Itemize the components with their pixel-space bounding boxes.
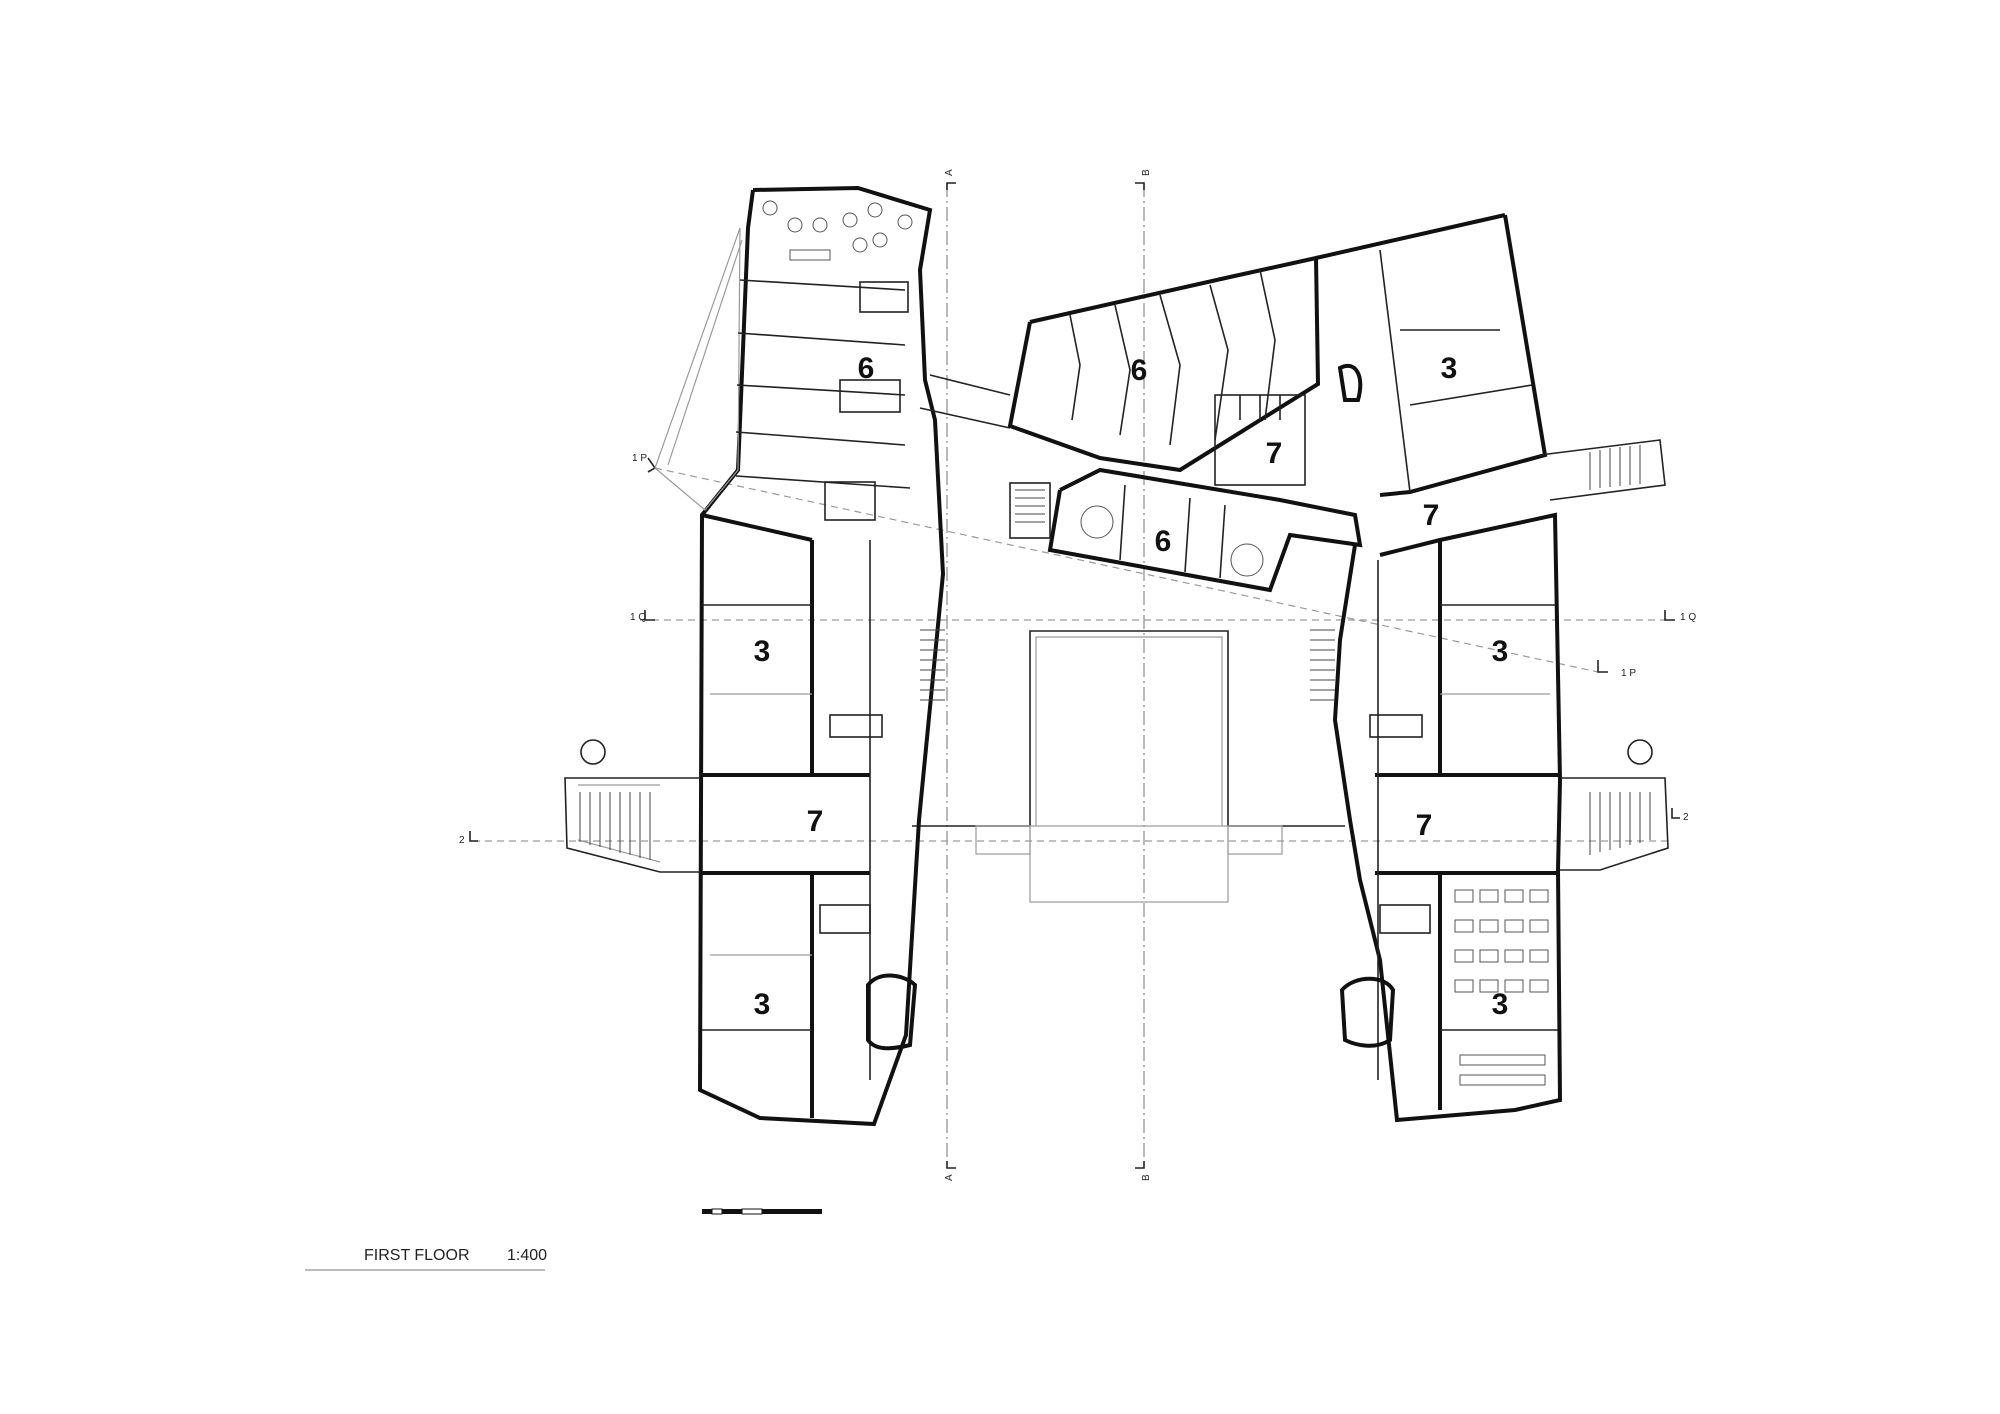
courtyard-step-left <box>975 825 1031 855</box>
section-label-a-top: A <box>944 169 955 176</box>
north-lower-divider-3 <box>1219 504 1226 579</box>
north-lower-divider-2 <box>1184 497 1191 573</box>
east-stair-treads <box>1589 792 1651 855</box>
axis-a-bottom-tick <box>946 1161 956 1169</box>
east-classroom-furniture <box>1454 889 1549 1086</box>
north-chevron-1 <box>1069 314 1081 421</box>
west-divider-1 <box>739 279 906 291</box>
west-stair-treads <box>579 792 651 860</box>
room-number-west-core: 7 <box>807 805 824 838</box>
west-service-room-2 <box>859 281 909 313</box>
northeast-block-outer <box>1379 214 1548 497</box>
north-round-table-2 <box>1230 543 1264 577</box>
east-tree-circle <box>1627 739 1653 765</box>
axis-a-top-tick <box>946 182 956 190</box>
west-divider-6 <box>701 513 813 542</box>
west-service-room-1 <box>824 481 876 521</box>
room-number-east-core: 7 <box>1416 809 1433 842</box>
east-curved-pod <box>1339 976 1396 1048</box>
north-chevron-4 <box>1209 284 1229 441</box>
axis-1p-line <box>654 467 1599 673</box>
section-label-b-top: B <box>1141 169 1152 176</box>
scale-bar <box>702 1208 822 1215</box>
north-chevron-2 <box>1114 304 1131 436</box>
room-number-north-center: 6 <box>1131 354 1148 387</box>
axis-1p-right-tick <box>1597 660 1608 673</box>
room-number-east-upper: 3 <box>1492 635 1509 668</box>
axis-b-top-tick <box>1135 182 1145 190</box>
east-lower-stair <box>1379 904 1431 934</box>
north-bridge-stair <box>1009 482 1051 539</box>
east-stair-box <box>1369 714 1423 738</box>
west-tree-circle <box>580 739 606 765</box>
drawing-scale: 1:400 <box>507 1247 547 1264</box>
east-wing <box>1310 512 1669 1123</box>
west-wing <box>564 185 946 1127</box>
north-roof-line <box>1315 213 1506 260</box>
west-wing-terrace <box>654 227 741 511</box>
west-divider-5 <box>735 475 911 489</box>
west-wing-outer-wall <box>697 185 946 1127</box>
axis-1q-right-tick <box>1664 610 1675 621</box>
west-corridor-stairs <box>920 629 945 701</box>
courtyard-inner-outline <box>1035 636 1223 826</box>
courtyard-canopy <box>1029 825 1229 903</box>
room-number-northwest-upper: 6 <box>858 352 875 385</box>
east-corridor-stairs <box>1310 629 1335 701</box>
northeast-stair-wing <box>1539 439 1666 501</box>
north-lower-block <box>1047 467 1363 593</box>
drawing-title: FIRST FLOOR <box>364 1247 470 1264</box>
section-label-2-left: 2 <box>459 835 465 846</box>
central-courtyard <box>912 630 1345 903</box>
west-lower-stair <box>819 904 871 934</box>
northeast-stair-treads <box>1589 445 1641 490</box>
axis-2-right-tick <box>1671 808 1680 819</box>
room-number-northeast-core: 7 <box>1423 499 1440 532</box>
west-terrace-edge <box>667 239 743 466</box>
room-number-northeast: 3 <box>1441 352 1458 385</box>
section-label-b-bottom: B <box>1141 1174 1152 1181</box>
north-bridge-bottom <box>919 407 1011 429</box>
axis-2-left-tick <box>469 831 478 842</box>
west-divider-2 <box>737 332 906 346</box>
section-label-1q-right: 1 Q <box>1680 612 1696 623</box>
north-wing <box>919 213 1666 593</box>
northeast-divider <box>1379 249 1411 493</box>
north-lower-divider-1 <box>1119 484 1126 561</box>
room-number-north-core: 7 <box>1266 437 1283 470</box>
west-stair-wing <box>564 777 700 873</box>
west-stair-rail-2 <box>577 839 661 863</box>
north-bridge-stair-treads <box>1015 489 1045 523</box>
section-label-1p-left: 1 P <box>632 453 647 464</box>
section-label-1q-left: 1 Q <box>630 612 646 623</box>
axis-1p-left-tick <box>647 457 657 473</box>
west-meeting-room <box>839 379 901 413</box>
north-block-outer <box>1007 255 1321 473</box>
section-label-a-bottom: A <box>944 1174 955 1181</box>
room-number-west-lower: 3 <box>754 988 771 1021</box>
courtyard-step-right <box>1227 825 1283 855</box>
room-number-east-lower: 3 <box>1492 988 1509 1021</box>
room-number-north-center-lower: 6 <box>1155 525 1172 558</box>
north-chevron-5 <box>1259 269 1276 421</box>
west-divider-4 <box>735 431 906 446</box>
east-wing-outer-wall <box>1332 512 1563 1123</box>
north-round-table-1 <box>1080 505 1114 539</box>
axis-1q-left-tick <box>644 610 655 621</box>
room-number-west-upper: 3 <box>754 635 771 668</box>
west-curved-pod <box>866 973 918 1051</box>
axis-b-bottom-tick <box>1135 1161 1145 1169</box>
section-label-1p-right: 1 P <box>1621 668 1636 679</box>
west-divider-3 <box>736 384 906 396</box>
north-bridge-top <box>929 374 1011 396</box>
north-chevron-3 <box>1159 294 1181 446</box>
east-stair-wing <box>1560 777 1669 871</box>
courtyard-outline <box>1029 630 1229 826</box>
northeast-class-split-2 <box>1409 384 1533 406</box>
west-furniture-cluster <box>762 200 913 261</box>
section-label-2-right: 2 <box>1683 812 1689 823</box>
west-stair-box <box>829 714 883 738</box>
north-curved-wall <box>1337 364 1363 402</box>
